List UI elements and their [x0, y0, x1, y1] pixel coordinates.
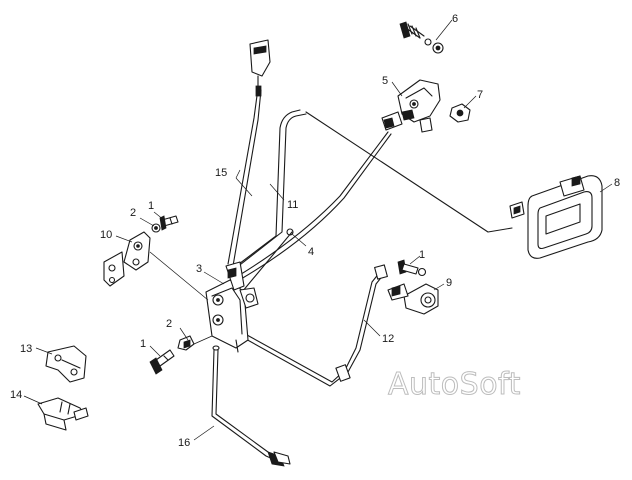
callout-labels: 15 11 4 3 1 2 10 2 1 13 14 16 12 9 1 5 6… — [10, 13, 620, 449]
callout-12: 12 — [382, 333, 394, 345]
watermark-text: AutoSoft — [388, 367, 521, 402]
rod-16 — [211, 345, 291, 467]
cable-12-rod — [243, 264, 388, 387]
bracket-13 — [45, 345, 87, 383]
callout-11: 11 — [287, 199, 298, 211]
callout-16: 16 — [178, 437, 190, 449]
callout-3: 3 — [196, 263, 202, 275]
callout-2-left: 2 — [130, 207, 136, 219]
nut-7 — [449, 103, 471, 123]
screw-1-lower — [149, 349, 175, 375]
callout-5: 5 — [382, 75, 388, 87]
callout-1-lower: 1 — [140, 338, 146, 350]
callout-6: 6 — [452, 13, 458, 25]
callout-8: 8 — [614, 177, 620, 189]
cable-15-rod — [227, 87, 262, 267]
clip-14 — [37, 397, 89, 431]
leader-lines — [23, 19, 613, 441]
callout-2-lower: 2 — [166, 318, 172, 330]
callout-10: 10 — [100, 229, 112, 241]
nut-2-lower — [177, 335, 213, 351]
callout-7: 7 — [477, 89, 483, 101]
cable-4-link — [237, 131, 392, 293]
latch-assembly-3 — [205, 261, 259, 353]
callout-4: 4 — [308, 246, 314, 258]
outer-handle-8 — [509, 175, 603, 259]
callout-15: 15 — [215, 167, 227, 179]
lock-cylinder-9 — [387, 283, 439, 315]
callout-9: 9 — [446, 277, 452, 289]
cable-11-rod — [230, 109, 307, 271]
screw-1-right — [397, 259, 427, 277]
callout-14: 14 — [10, 389, 22, 401]
bracket-10 — [103, 231, 209, 301]
screw-1-left — [159, 215, 179, 231]
screw-6-spring — [399, 21, 444, 54]
callout-13: 13 — [20, 343, 32, 355]
clip-15-top — [249, 39, 271, 97]
callout-1-left: 1 — [148, 200, 154, 212]
outer-handle-rod — [305, 111, 513, 233]
handle-bracket-5 — [381, 79, 441, 133]
callout-1-right: 1 — [419, 249, 425, 261]
